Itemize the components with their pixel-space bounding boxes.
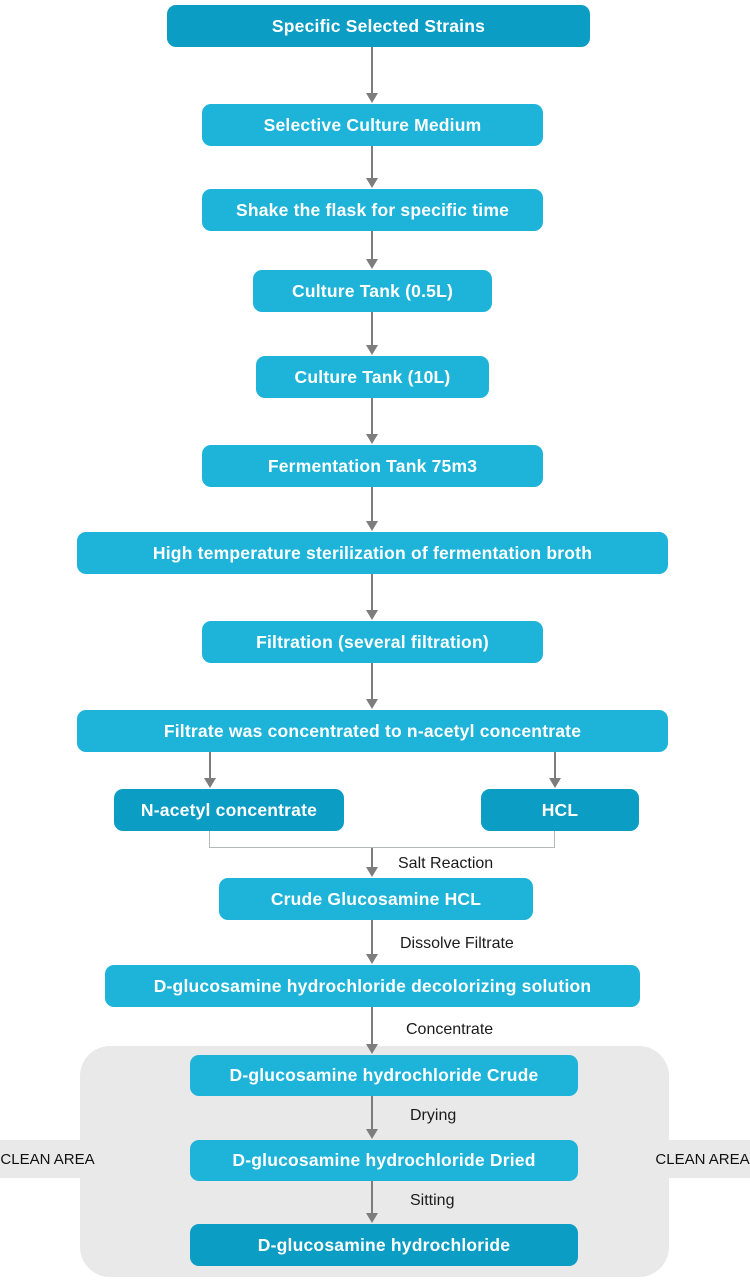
node-shake-flask: Shake the flask for specific time <box>202 189 543 231</box>
clean-area-label-right: CLEAN AREA <box>655 1150 750 1168</box>
merge-connector-line <box>209 847 555 848</box>
node-hcl: HCL <box>481 789 639 831</box>
node-dghcl-dried: D-glucosamine hydrochloride Dried <box>190 1140 578 1181</box>
node-fermentation-tank: Fermentation Tank 75m3 <box>202 445 543 487</box>
node-filtrate-concentrated: Filtrate was concentrated to n-acetyl co… <box>77 710 668 752</box>
clean-area-label-left: CLEAN AREA <box>0 1150 95 1168</box>
arrow-connector <box>366 146 378 188</box>
edge-label-drying: Drying <box>410 1107 457 1124</box>
arrow-connector <box>366 398 378 444</box>
arrow-connector-merge <box>366 848 378 877</box>
arrow-connector <box>366 46 378 103</box>
node-decolorizing-solution: D-glucosamine hydrochloride decolorizing… <box>105 965 640 1007</box>
node-crude-glucosamine-hcl: Crude Glucosamine HCL <box>219 878 533 920</box>
merge-connector-line <box>554 831 555 848</box>
node-specific-selected-strains: Specific Selected Strains <box>167 5 590 47</box>
arrow-connector <box>366 312 378 355</box>
node-selective-culture-medium: Selective Culture Medium <box>202 104 543 146</box>
node-culture-tank-05l: Culture Tank (0.5L) <box>253 270 492 312</box>
arrow-connector-branch-right <box>549 752 561 788</box>
node-n-acetyl-concentrate: N-acetyl concentrate <box>114 789 344 831</box>
edge-label-concentrate: Concentrate <box>406 1021 494 1038</box>
merge-connector-line <box>209 831 210 848</box>
edge-label-dissolve-filtrate: Dissolve Filtrate <box>400 935 514 952</box>
arrow-connector <box>366 1007 378 1054</box>
arrow-connector <box>366 487 378 531</box>
node-dghcl-final: D-glucosamine hydrochloride <box>190 1224 578 1266</box>
arrow-connector <box>366 920 378 964</box>
arrow-connector <box>366 1181 378 1223</box>
node-filtration: Filtration (several filtration) <box>202 621 543 663</box>
arrow-connector <box>366 574 378 620</box>
node-dghcl-crude: D-glucosamine hydrochloride Crude <box>190 1055 578 1096</box>
arrow-connector <box>366 663 378 709</box>
clean-area-band-right: CLEAN AREA <box>655 1140 750 1178</box>
arrow-connector <box>366 231 378 269</box>
arrow-connector <box>366 1096 378 1139</box>
clean-area-band-left: CLEAN AREA <box>0 1140 95 1178</box>
edge-label-salt-reaction: Salt Reaction <box>398 855 494 872</box>
node-culture-tank-10l: Culture Tank (10L) <box>256 356 489 398</box>
arrow-connector-branch-left <box>204 752 216 788</box>
node-high-temp-sterilization: High temperature sterilization of fermen… <box>77 532 668 574</box>
edge-label-sitting: Sitting <box>410 1192 455 1209</box>
